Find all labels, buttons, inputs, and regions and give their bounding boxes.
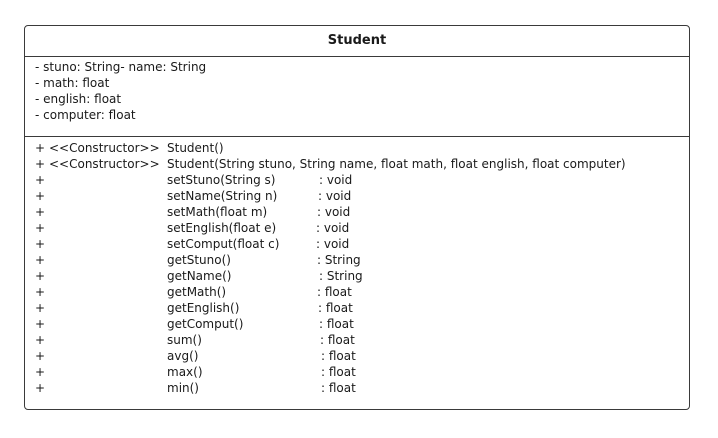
operation-row: + setMath(float m) : void [25,204,689,220]
attribute-row: - english: float [35,92,122,106]
attribute-row: - math: float [35,76,110,90]
operation-visibility: + [35,317,46,331]
attribute-row: - stuno: String- name: String [35,60,207,74]
operation-row: + setComput(float c) : void [25,236,689,252]
operation-row: + max() : float [25,364,689,380]
operation-visibility: + [35,381,46,395]
operation-stereotype: <<Constructor>> [49,157,160,171]
operation-signature: setName(String n) [167,189,278,203]
operation-row: + min() : float [25,380,689,396]
operation-visibility: + [35,205,46,219]
operation-visibility: + [35,269,46,283]
attribute-row: - computer: float [35,108,136,122]
operation-visibility: + [35,253,46,267]
operation-return-type: : void [318,189,352,203]
operation-signature: setComput(float c) [167,237,280,251]
operation-return-type: : float [321,349,356,363]
operation-row: + sum() : float [25,332,689,348]
operation-visibility: + [35,285,46,299]
operation-visibility: + [35,237,46,251]
operation-row: + getComput() : float [25,316,689,332]
operation-signature: max() [167,365,203,379]
operation-row: + setName(String n) : void [25,188,689,204]
operation-row: + getMath() : float [25,284,689,300]
operation-signature: getMath() [167,285,227,299]
operation-return-type: : void [316,237,350,251]
operation-return-type: : float [318,301,353,315]
operation-visibility: + [35,349,46,363]
operation-signature: min() [167,381,199,395]
operation-visibility: + [35,157,46,171]
operation-signature: sum() [167,333,202,347]
operation-return-type: : float [321,381,356,395]
operation-row: + setEnglish(float e) : void [25,220,689,236]
operation-signature: setStuno(String s) [167,173,276,187]
operation-return-type: : void [317,205,351,219]
operation-return-type: : float [320,333,355,347]
operation-signature: Student() [167,141,224,155]
operation-row: + avg() : float [25,348,689,364]
operation-visibility: + [35,365,46,379]
operation-signature: setEnglish(float e) [167,221,277,235]
operation-signature: avg() [167,349,199,363]
operation-signature: Student(String stuno, String name, float… [167,157,626,171]
operation-row: + <<Constructor>> Student(String stuno, … [25,156,689,172]
operation-return-type: : String [317,253,361,267]
uml-class-box[interactable]: Student - stuno: String- name: String - … [24,25,690,410]
operation-row: + getName() : String [25,268,689,284]
operation-stereotype: <<Constructor>> [49,141,160,155]
operation-signature: getStuno() [167,253,231,267]
operation-return-type: : void [319,173,353,187]
attributes-compartment: - stuno: String- name: String - math: fl… [25,57,689,137]
operation-visibility: + [35,173,46,187]
class-name: Student [25,26,689,57]
operation-return-type: : float [317,285,352,299]
operations-compartment: + <<Constructor>> Student() + <<Construc… [25,137,689,396]
operation-return-type: : String [319,269,363,283]
operation-signature: setMath(float m) [167,205,268,219]
operation-visibility: + [35,189,46,203]
operation-visibility: + [35,141,46,155]
operation-signature: getEnglish() [167,301,240,315]
operation-row: + setStuno(String s) : void [25,172,689,188]
operation-visibility: + [35,301,46,315]
operation-row: + <<Constructor>> Student() [25,140,689,156]
operation-return-type: : void [316,221,350,235]
operation-return-type: : float [319,317,354,331]
operation-signature: getName() [167,269,232,283]
operation-visibility: + [35,221,46,235]
operation-row: + getEnglish() : float [25,300,689,316]
operation-visibility: + [35,333,46,347]
operation-row: + getStuno() : String [25,252,689,268]
operation-signature: getComput() [167,317,244,331]
operation-return-type: : float [321,365,356,379]
